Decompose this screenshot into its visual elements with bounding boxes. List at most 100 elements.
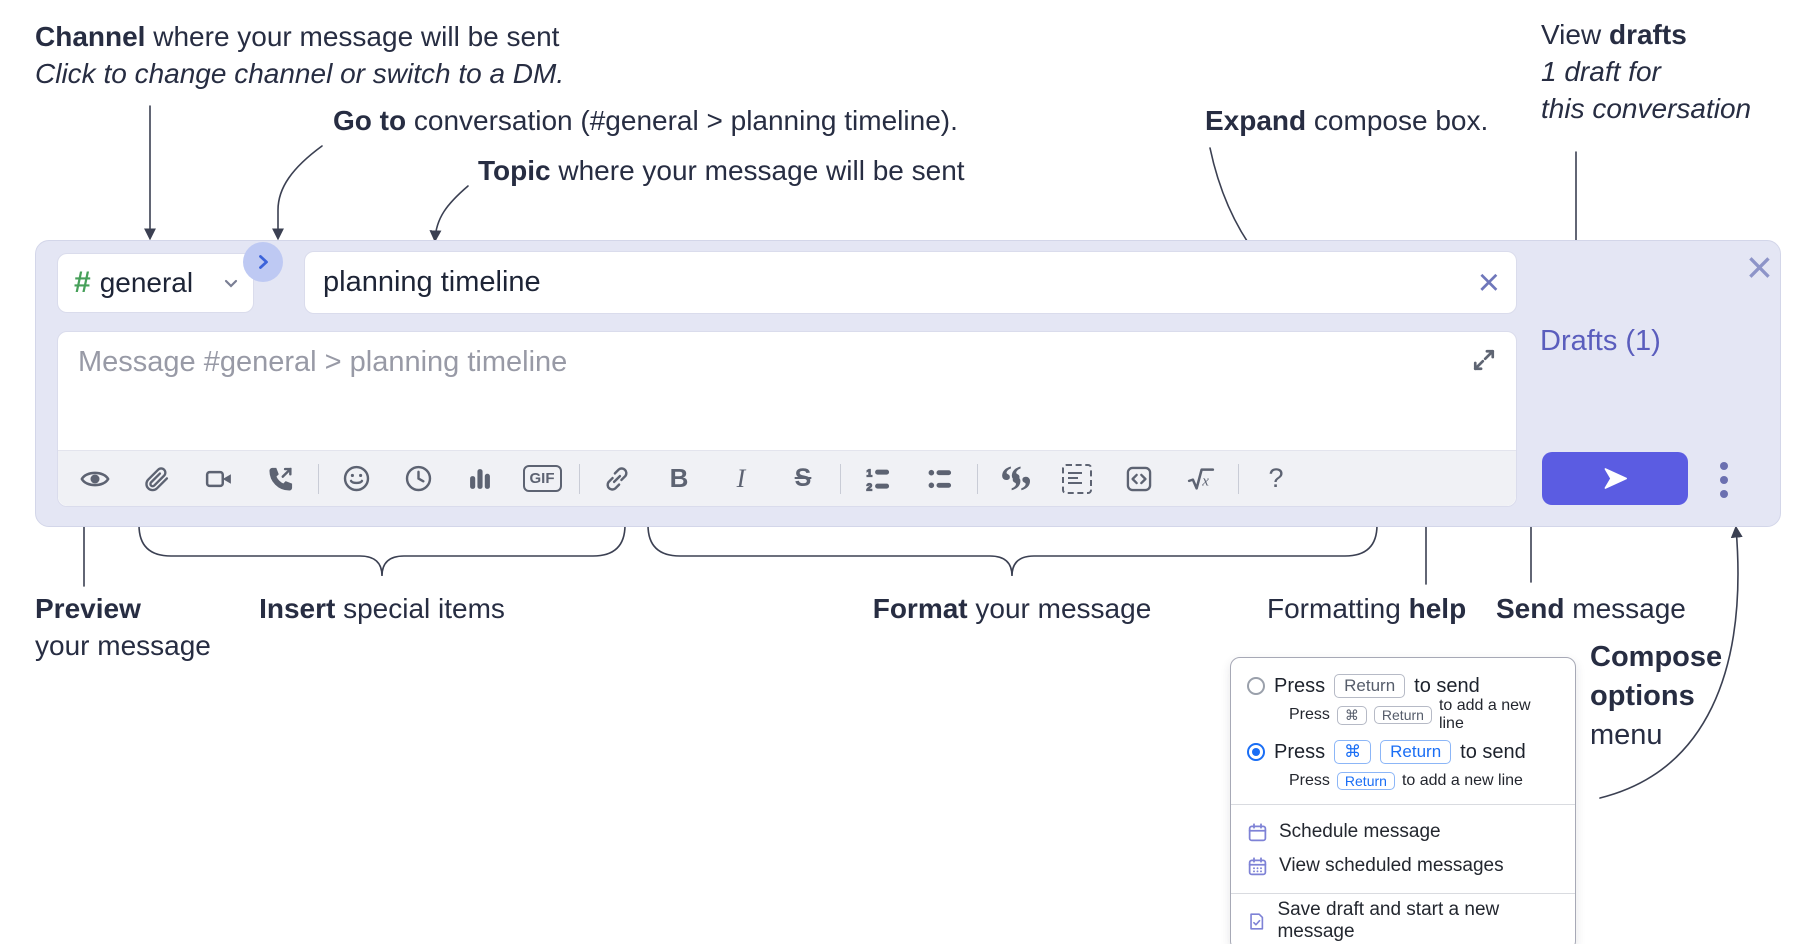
quote-icon: “” bbox=[1000, 456, 1032, 507]
annotation-insert: Insert special items bbox=[259, 593, 505, 624]
strikethrough-icon: S bbox=[794, 464, 812, 492]
menu-item-label: Save draft and start a new message bbox=[1277, 899, 1500, 942]
message-input[interactable] bbox=[58, 332, 1516, 452]
attach-file-button[interactable] bbox=[126, 457, 188, 501]
draft-check-icon bbox=[1250, 912, 1264, 930]
schedule-message-item[interactable]: Schedule message bbox=[1247, 815, 1559, 849]
kebab-dot bbox=[1720, 462, 1728, 470]
video-clip-button[interactable] bbox=[188, 457, 250, 501]
topic-input[interactable] bbox=[305, 266, 1462, 299]
compose-box: # general × × bbox=[35, 240, 1781, 527]
code-block-button[interactable] bbox=[1046, 457, 1108, 501]
return-key: Return bbox=[1380, 740, 1452, 764]
calendar-dots-icon bbox=[1248, 856, 1267, 875]
annotation-format: Format your message bbox=[872, 593, 1152, 624]
chevron-right-icon bbox=[259, 255, 268, 269]
kebab-dot bbox=[1720, 476, 1728, 484]
option-text: Press bbox=[1274, 674, 1326, 697]
formula-button[interactable]: x bbox=[1170, 457, 1232, 501]
preview-button[interactable] bbox=[64, 457, 126, 501]
return-key: Return bbox=[1334, 674, 1406, 698]
paperclip-icon bbox=[145, 466, 169, 491]
video-camera-icon bbox=[205, 470, 231, 487]
channel-hash-icon: # bbox=[74, 266, 91, 299]
blockquote-button[interactable]: “” bbox=[984, 456, 1046, 507]
link-icon bbox=[606, 466, 628, 491]
poll-button[interactable] bbox=[449, 457, 511, 501]
annotation-expand: Expand compose box. bbox=[1205, 105, 1489, 136]
formatting-toolbar: GIF B I S bbox=[58, 450, 1516, 506]
bar-chart-icon bbox=[470, 468, 490, 489]
compose-options-button[interactable] bbox=[1704, 457, 1744, 503]
italic-button[interactable]: I bbox=[710, 457, 772, 501]
send-button[interactable] bbox=[1542, 452, 1688, 505]
annotation-go-to: Go to conversation (#general > planning … bbox=[333, 105, 958, 136]
phone-call-icon bbox=[269, 467, 293, 491]
view-scheduled-messages-item[interactable]: View scheduled messages bbox=[1247, 849, 1559, 883]
svg-text:2: 2 bbox=[866, 481, 872, 492]
channel-name: general bbox=[99, 267, 194, 298]
help-icon: ? bbox=[1268, 463, 1284, 493]
drafts-link[interactable]: Drafts (1) bbox=[1540, 325, 1661, 357]
menu-divider bbox=[1231, 804, 1575, 805]
compose-options-menu: Press Return to send Press ⌘ Return to a… bbox=[1230, 657, 1576, 944]
bulleted-list-button[interactable] bbox=[909, 457, 971, 501]
strikethrough-button[interactable]: S bbox=[772, 457, 834, 501]
menu-divider bbox=[1231, 893, 1575, 894]
inline-code-icon bbox=[1126, 466, 1152, 491]
recent-clock-button[interactable] bbox=[387, 457, 449, 501]
huddle-call-button[interactable] bbox=[250, 457, 312, 501]
cmd-key: ⌘ bbox=[1336, 705, 1367, 725]
option-cmd-return-subtext: Press Return to add a new line bbox=[1289, 772, 1523, 790]
toolbar-divider bbox=[840, 463, 841, 494]
chevron-down-icon bbox=[224, 279, 238, 288]
expand-compose-icon[interactable] bbox=[1470, 346, 1498, 374]
svg-text:1: 1 bbox=[866, 467, 872, 479]
toolbar-divider bbox=[1238, 463, 1239, 494]
link-button[interactable] bbox=[586, 457, 648, 501]
emoji-icon bbox=[343, 465, 369, 492]
gif-button[interactable]: GIF bbox=[511, 457, 573, 501]
go-to-conversation-button[interactable] bbox=[243, 242, 283, 282]
option-return-subtext: Press ⌘ Return to add a new line bbox=[1289, 697, 1531, 732]
annotation-preview: Preview your message bbox=[35, 593, 211, 661]
eye-icon bbox=[80, 471, 110, 486]
bold-button[interactable]: B bbox=[648, 457, 710, 501]
inline-code-button[interactable] bbox=[1108, 457, 1170, 501]
option-text: Press bbox=[1274, 740, 1326, 763]
option-return-to-send[interactable]: Press Return to send bbox=[1247, 670, 1559, 702]
formula-icon: x bbox=[1187, 467, 1215, 490]
annotation-send-message: Send message bbox=[1496, 593, 1686, 624]
clock-icon bbox=[405, 465, 431, 492]
option-text: to send bbox=[1414, 674, 1480, 697]
bold-icon: B bbox=[669, 463, 689, 493]
annotation-topic: Topic where your message will be sent bbox=[478, 155, 965, 186]
emoji-button[interactable] bbox=[325, 457, 387, 501]
menu-item-label: View scheduled messages bbox=[1279, 855, 1504, 876]
toolbar-divider bbox=[977, 463, 978, 494]
toolbar-divider bbox=[579, 463, 580, 494]
annotation-channel: Channel where your message will be sent … bbox=[35, 21, 565, 89]
topic-field: × bbox=[304, 251, 1517, 314]
channel-selector[interactable]: # general bbox=[57, 253, 254, 313]
option-text: to send bbox=[1460, 740, 1526, 763]
italic-icon: I bbox=[736, 463, 746, 493]
calendar-icon bbox=[1248, 822, 1267, 841]
kebab-dot bbox=[1720, 490, 1728, 498]
bulleted-list-icon bbox=[928, 469, 952, 488]
message-area: GIF B I S bbox=[57, 331, 1517, 507]
menu-item-label: Schedule message bbox=[1279, 821, 1441, 842]
ordered-list-icon: 12 bbox=[866, 467, 890, 493]
close-icon[interactable]: × bbox=[1746, 241, 1773, 293]
formatting-help-button[interactable]: ? bbox=[1245, 457, 1307, 501]
radio-selected-icon[interactable] bbox=[1247, 743, 1265, 761]
toolbar-divider bbox=[318, 463, 319, 494]
option-cmd-return-to-send[interactable]: Press ⌘ Return to send bbox=[1247, 736, 1559, 768]
cmd-key: ⌘ bbox=[1334, 740, 1372, 764]
radio-unselected-icon[interactable] bbox=[1247, 677, 1265, 695]
clear-topic-icon[interactable]: × bbox=[1477, 261, 1500, 304]
svg-text:x: x bbox=[1201, 473, 1209, 489]
save-draft-item[interactable]: Save draft and start a new message bbox=[1247, 899, 1559, 942]
